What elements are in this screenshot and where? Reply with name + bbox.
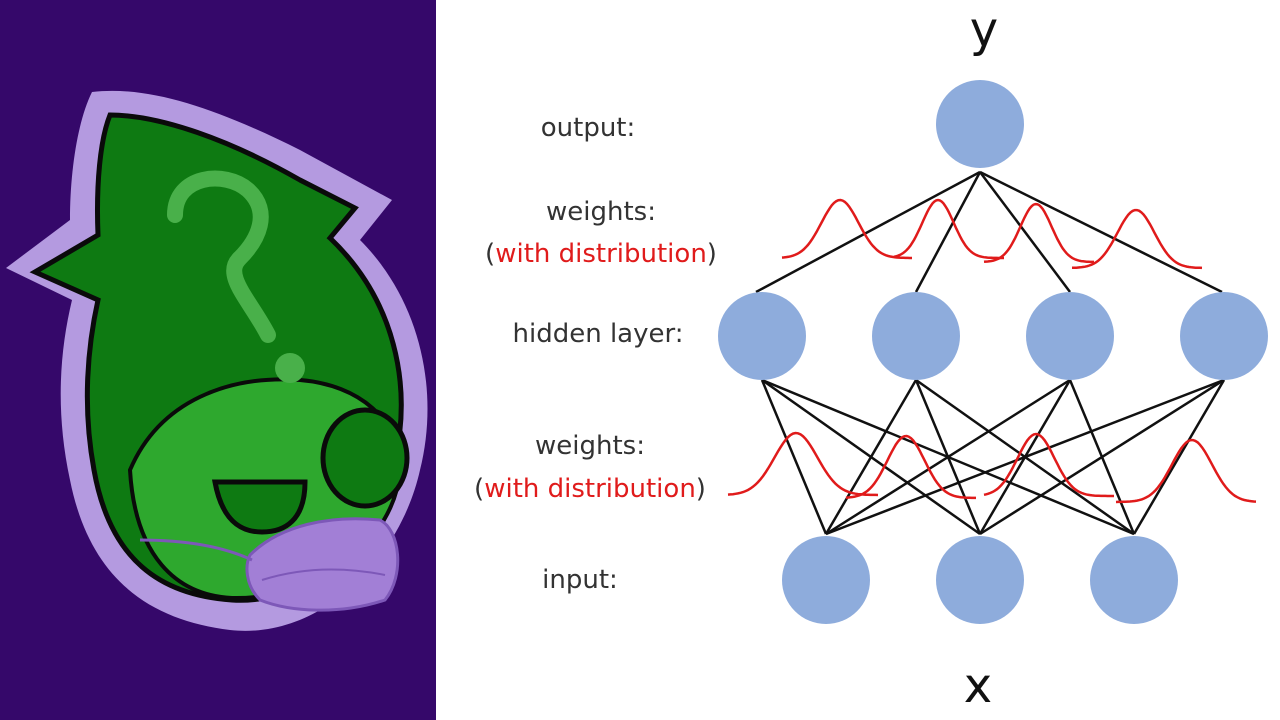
edge-hidden-3-input-0	[825, 378, 1225, 536]
output-node-0	[936, 80, 1024, 168]
mask-fold-line	[261, 568, 386, 581]
hidden-node-0	[718, 292, 806, 380]
distribution-curve-bottom-1	[845, 434, 976, 500]
edge-hidden-3-input-2	[1132, 379, 1226, 535]
edge-output-hidden-2	[979, 171, 1071, 293]
hidden-node-3	[1180, 292, 1268, 380]
distribution-curve-top-3	[1072, 208, 1203, 270]
distribution-curve-bottom-0	[727, 431, 879, 497]
distribution-curves-group	[727, 198, 1257, 504]
input-node-1	[936, 536, 1024, 624]
weights-top-note: (with distribution)	[485, 239, 717, 269]
output-label: output:	[540, 113, 636, 143]
distribution-curve-top-1	[893, 198, 1004, 260]
input-node-2	[1090, 536, 1178, 624]
question-mark-dot	[275, 353, 305, 383]
edge-hidden-0-input-0	[760, 379, 828, 535]
input-variable-x: x	[963, 658, 993, 714]
distribution-curve-top-2	[983, 202, 1094, 264]
mascot-eye-left	[211, 479, 308, 535]
edge-output-hidden-1	[914, 171, 982, 293]
edge-hidden-3-input-1	[979, 378, 1225, 536]
mask-strap	[139, 538, 253, 562]
nodes-group	[718, 80, 1268, 624]
mascot-illustration	[0, 0, 436, 720]
face-mask	[245, 517, 400, 612]
mascot-eye-right	[320, 407, 410, 509]
distribution-curve-top-0	[781, 198, 912, 260]
input-label: input:	[542, 565, 618, 595]
input-node-0	[782, 536, 870, 624]
hidden-node-1	[872, 292, 960, 380]
weights-bottom-label: weights:	[535, 431, 645, 461]
network-diagram-panel: y x output: weights: (with distribution)…	[436, 0, 1280, 720]
edges-group	[755, 170, 1226, 536]
distribution-curve-bottom-2	[983, 432, 1114, 498]
output-variable-y: y	[969, 2, 999, 58]
distribution-curve-bottom-3	[1115, 438, 1257, 504]
weights-bottom-note: (with distribution)	[474, 474, 706, 504]
mascot-panel	[0, 0, 436, 720]
edge-output-hidden-0	[755, 170, 981, 294]
question-mark-icon	[167, 170, 276, 343]
edge-output-hidden-3	[979, 170, 1223, 294]
hidden-node-2	[1026, 292, 1114, 380]
hidden-layer-label: hidden layer:	[512, 319, 684, 349]
network-diagram	[718, 80, 1268, 624]
weights-top-label: weights:	[546, 197, 656, 227]
edge-hidden-1-input-0	[824, 379, 918, 535]
edge-hidden-2-input-0	[825, 378, 1071, 536]
